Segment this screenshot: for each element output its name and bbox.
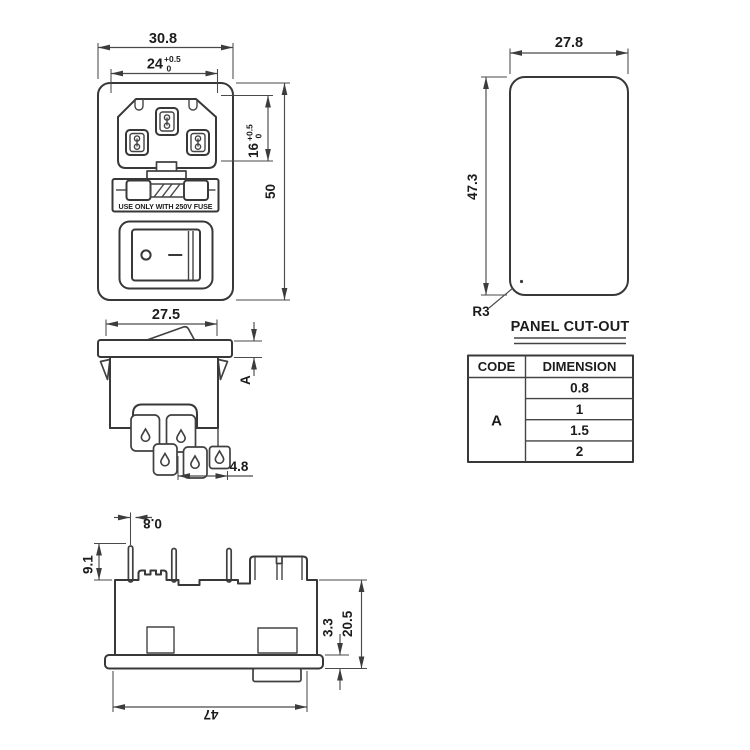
dim-pin-thickness: 0.8 (114, 512, 162, 545)
svg-text:27.8: 27.8 (555, 35, 583, 51)
svg-text:47.3: 47.3 (465, 173, 480, 200)
table-dim-value-3: 1.5 (570, 423, 589, 438)
svg-text:0: 0 (167, 64, 172, 74)
side-under-block (252, 667, 302, 683)
dim-flange-thickness: 3.3 (321, 618, 349, 690)
side-window-left (146, 626, 175, 654)
dim-switch-width: 27.5 (105, 307, 218, 336)
panel-cutout-view: 27.8 47.3 R3 PANEL CUT-OUT (465, 35, 630, 345)
corner-radius-callout: R3 (472, 279, 524, 319)
dim-pin-length: 9.1 (81, 542, 126, 581)
side-pin-3 (225, 547, 233, 583)
panel-cutout-caption: PANEL CUT-OUT (511, 319, 630, 345)
fuse-latch-base (146, 170, 187, 180)
table-header-code: CODE (478, 359, 516, 374)
svg-text:+0.5: +0.5 (245, 124, 255, 141)
dim-overall-length: 47 (112, 671, 308, 722)
switch-terminals (130, 414, 231, 479)
switch-clip-right (217, 358, 229, 381)
svg-text:16: 16 (246, 142, 261, 158)
table-dim-value-1: 0.8 (570, 381, 589, 396)
side-window-right (257, 627, 298, 654)
fuse-clip-left (125, 179, 152, 201)
cutout-outline (509, 76, 629, 296)
fuse-clip-right (183, 179, 209, 201)
svg-text:3.3: 3.3 (321, 618, 336, 637)
inlet-notch-right (188, 99, 198, 111)
dimension-table: CODE DIMENSION A 0.8 1 1.5 2 (467, 354, 634, 463)
svg-text:A: A (238, 375, 253, 385)
svg-text:4.8: 4.8 (230, 459, 249, 474)
dim-body-depth: 20.5 (319, 579, 367, 670)
switch-view: 27.5 A 4.8 (97, 307, 262, 480)
fuse-warning-label: USE ONLY WITH 250V FUSE (119, 202, 213, 211)
front-view: USE ONLY WITH 250V FUSE 30.8 24 +0.5 0 (97, 31, 290, 301)
dim-opening-width: 24 +0.5 0 (110, 54, 219, 93)
svg-text:0.8: 0.8 (143, 516, 162, 531)
dim-panel-thickness: A (234, 322, 262, 385)
svg-text:24: 24 (147, 57, 163, 73)
svg-text:9.1: 9.1 (81, 555, 96, 574)
shroud-notch (275, 555, 283, 565)
dim-cutout-height: 47.3 (465, 76, 507, 296)
module-outline (97, 82, 234, 301)
svg-text:R3: R3 (472, 304, 490, 319)
svg-text:47: 47 (203, 707, 218, 722)
switch-off-symbol (140, 249, 152, 261)
side-flange (104, 654, 324, 670)
table-dim-value-4: 2 (576, 444, 584, 459)
dim-opening-height: 16 +0.5 0 (221, 94, 273, 162)
svg-text:+0.5: +0.5 (164, 54, 181, 64)
side-pin-2 (170, 547, 178, 583)
side-pin-1 (127, 545, 134, 583)
svg-text:50: 50 (263, 184, 278, 199)
table-header-dimension: DIMENSION (543, 359, 617, 374)
svg-text:PANEL CUT-OUT: PANEL CUT-OUT (511, 319, 630, 335)
rocker-switch[interactable] (118, 220, 214, 290)
inlet-notch-left (134, 99, 144, 111)
side-view: 0.8 9.1 20.5 3.3 (81, 512, 367, 722)
dim-overall-width: 30.8 (97, 31, 234, 79)
switch-rocker (131, 228, 201, 282)
iec-inlet-outline (117, 98, 217, 169)
svg-text:20.5: 20.5 (340, 610, 355, 637)
earth-pin (155, 107, 179, 136)
dim-terminal-width: 4.8 (177, 456, 253, 480)
table-code-value: A (491, 413, 502, 430)
switch-rocker-wedge (146, 325, 196, 341)
switch-bezel (118, 220, 214, 290)
dim-overall-height: 50 (236, 82, 290, 301)
side-body-outline (114, 555, 318, 656)
fuse-body (149, 183, 185, 198)
svg-text:0: 0 (254, 134, 264, 139)
dim-cutout-width: 27.8 (509, 35, 629, 74)
switch-dome (132, 403, 198, 429)
svg-text:27.5: 27.5 (152, 307, 180, 323)
fuse-holder: USE ONLY WITH 250V FUSE (111, 178, 220, 213)
table-dim-value-2: 1 (576, 402, 584, 417)
line-pin (125, 129, 149, 156)
switch-flange (97, 339, 233, 358)
table-border (467, 354, 634, 463)
neutral-pin (186, 129, 210, 156)
svg-text:30.8: 30.8 (149, 31, 177, 47)
switch-clip-left (99, 358, 111, 381)
